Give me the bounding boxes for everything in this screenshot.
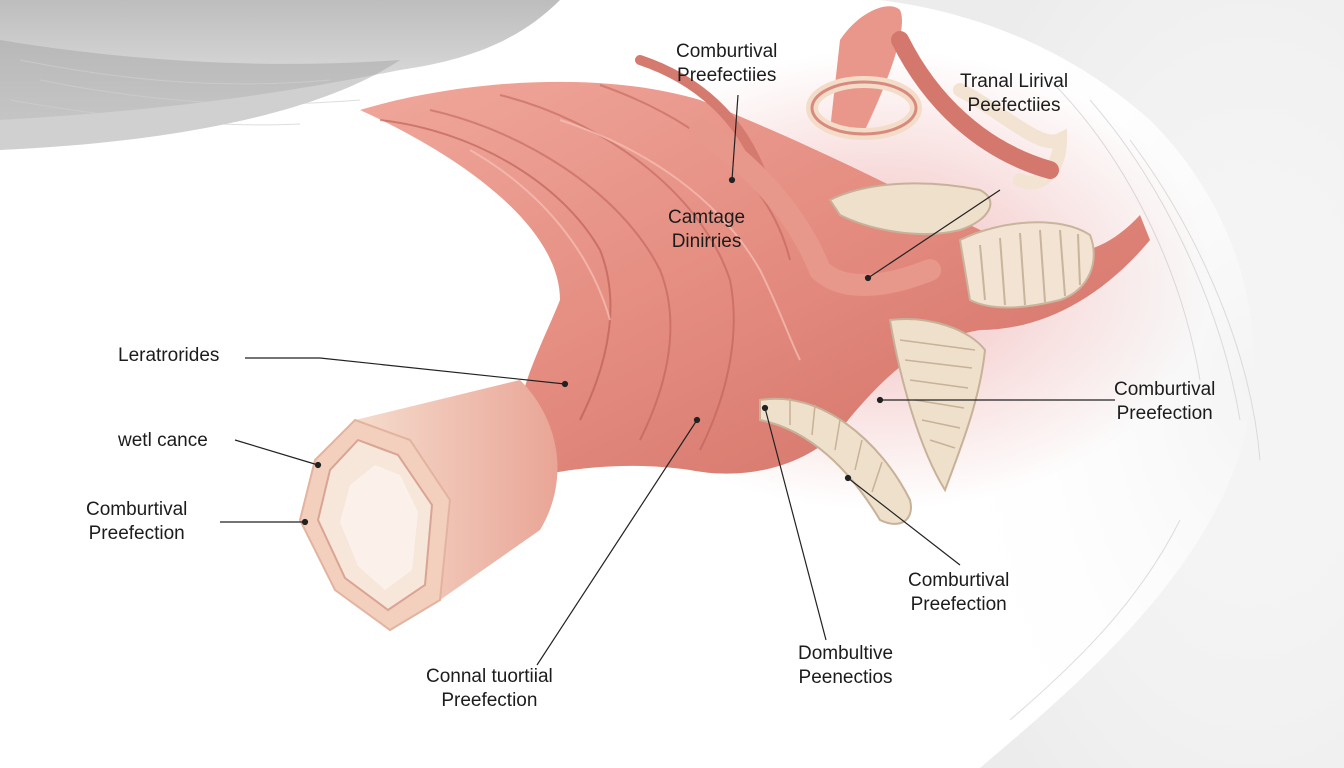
label-right-middle: Comburtival Preefection [1114,378,1215,426]
label-right-lower: Comburtival Preefection [908,569,1009,617]
label-middle-center-line1: Camtage [668,207,746,228]
label-bottom-right-line2: Peenectios [798,667,893,688]
leader-lines [220,94,1115,666]
label-middle-center: Camtage Dinirries [668,206,745,254]
leader-line-left-middle [234,439,319,466]
label-right-middle-line1: Comburtival [1114,379,1216,400]
label-right-lower-line2: Preefection [910,594,1007,615]
label-top-right-line2: Peefectiies [967,95,1061,116]
label-bottom-center-line2: Preefection [441,690,538,711]
label-right-middle-line2: Preefection [1116,403,1213,424]
label-left-upper-line1: Leratrorides [118,345,220,366]
leader-line-right-lower [847,477,961,566]
label-left-lower: Comburtival Preefeсtion [86,498,187,546]
cartilage-rings [828,182,1095,309]
leader-line-bottom-center [536,419,698,666]
label-left-lower-line2: Preefeсtion [88,523,185,544]
label-top-right-line1: Tranal Lirival [960,71,1069,92]
label-left-lower-line1: Comburtival [86,499,188,520]
label-bottom-right-line1: Dombultive [798,643,894,664]
label-bottom-right: Dombultive Peenectios [798,642,893,690]
label-top-center-line2: Preefectiies [677,65,777,86]
label-top-right: Tranal Lirival Peefectiies [960,70,1068,118]
ribbed-cone [759,318,987,525]
leader-line-top-center [731,94,739,181]
label-left-upper: Leratrorides [118,344,219,368]
hexagonal-tube [298,380,558,632]
label-top-center-line1: Comburtival [676,41,778,62]
label-left-middle-line1: wetl cance [118,430,208,451]
muscle-bundle [360,55,1150,481]
label-bottom-center: Connal tuortiial Preefection [426,665,553,713]
leader-line-top-right [867,189,1001,279]
leader-line-left-upper [245,357,566,385]
label-right-lower-line1: Comburtival [908,570,1010,591]
label-middle-center-line2: Dinirries [671,231,742,252]
label-bottom-center-line1: Connal tuortiial [426,666,553,687]
label-left-middle: wetl cance [118,429,208,453]
leader-line-bottom-right [764,407,827,641]
label-top-center: Comburtival Preefectiies [676,40,777,88]
upper-tendons [806,6,1068,190]
